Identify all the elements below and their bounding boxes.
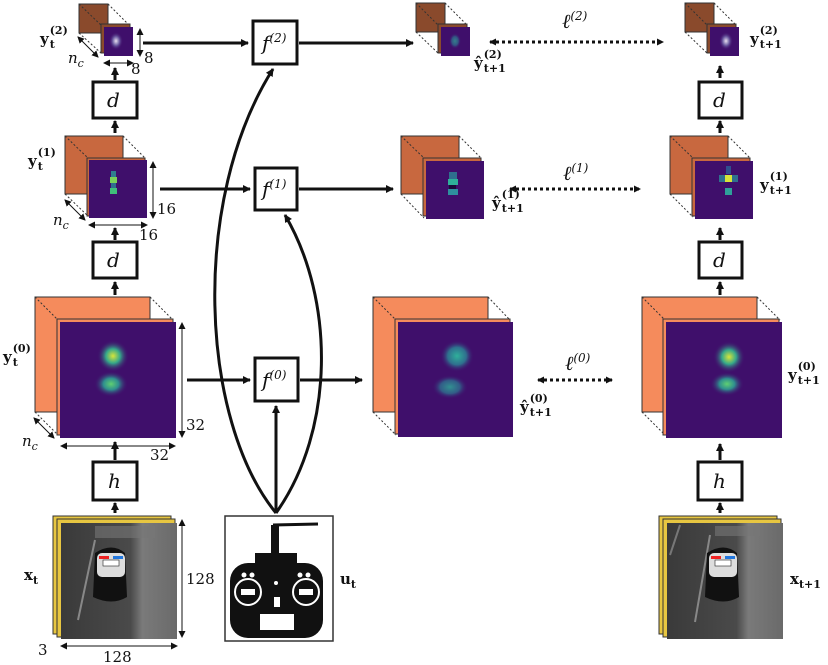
- arrow-action-to-f2: [213, 68, 278, 514]
- svg-text:d: d: [713, 248, 726, 272]
- police-car: [93, 547, 127, 602]
- yt0-label: y(0)t: [2, 342, 31, 369]
- predictor-f2: f(2): [251, 19, 299, 66]
- feature-map-yt1-0: [641, 296, 782, 438]
- yhat2-label: ŷ(2)t+1: [473, 48, 506, 75]
- input-xt1-label: xt+1: [790, 570, 821, 591]
- yt2-width-label: 8: [131, 60, 141, 78]
- input-height-label: 128: [186, 570, 215, 588]
- remote-control-icon: [230, 522, 323, 638]
- car-image: [667, 523, 783, 639]
- arrow-action-to-f1: [274, 214, 323, 514]
- yt0-height-label: 32: [186, 416, 205, 434]
- police-car: [705, 547, 739, 602]
- yt1-0-label: y(0)t+1: [787, 360, 820, 387]
- action-ut-label: ut: [340, 570, 357, 591]
- loss-l1: ℓ(1): [509, 161, 641, 193]
- input-image-xt1: [658, 515, 783, 639]
- loss-l2: ℓ(2): [489, 9, 664, 46]
- svg-text:d: d: [713, 88, 726, 112]
- svg-text:ℓ(0): ℓ(0): [565, 351, 591, 375]
- yt2-height-label: 8: [144, 49, 154, 67]
- car-image: [61, 523, 177, 639]
- input-width-label: 128: [103, 648, 132, 665]
- svg-text:ℓ(1): ℓ(1): [563, 161, 589, 185]
- yt1-1-label: y(1)t+1: [759, 170, 792, 197]
- svg-text:ℓ(2): ℓ(2): [562, 9, 588, 33]
- yt0-width-label: 32: [150, 446, 169, 464]
- yt1-label: y(1)t: [27, 146, 56, 173]
- feature-map-yt1-1: [669, 135, 753, 219]
- yt0-channels-label: nc: [22, 432, 38, 453]
- input-xt-label: xt: [24, 566, 39, 587]
- svg-text:h: h: [713, 469, 726, 493]
- feature-map-yt2: [78, 3, 133, 56]
- yt1-width-label: 16: [139, 226, 158, 244]
- action-controller: [224, 515, 334, 642]
- downsample-d2-left: d: [91, 80, 139, 120]
- yhat1-label: ŷ(1)t+1: [491, 188, 524, 215]
- predicted-map-yhat0: [372, 296, 513, 437]
- feature-map-yt1-2: [684, 2, 739, 56]
- yt2-channels-label: nc: [68, 49, 84, 70]
- yhat0-label: ŷ(0)t+1: [519, 392, 552, 419]
- predicted-map-yhat1: [400, 135, 484, 219]
- input-channels-label: 3: [38, 641, 48, 659]
- svg-text:d: d: [107, 248, 120, 272]
- loss-l0: ℓ(0): [537, 351, 613, 384]
- downsample-d1-right: d: [697, 240, 744, 280]
- downsample-d2-right: d: [697, 80, 744, 120]
- svg-text:h: h: [108, 469, 121, 493]
- predictor-f1: f(1): [253, 166, 299, 212]
- yt1-channels-label: nc: [53, 211, 69, 232]
- encoder-h-right: h: [696, 460, 744, 502]
- yt1-height-label: 16: [157, 200, 176, 218]
- feature-map-yt1: [64, 135, 147, 218]
- predicted-map-yhat2: [415, 2, 470, 56]
- predictor-f0: f(0): [253, 356, 300, 403]
- yt1-2-label: y(2)t+1: [749, 24, 782, 51]
- encoder-h-left: h: [91, 460, 139, 502]
- feature-map-yt0: [34, 296, 176, 438]
- svg-text:d: d: [107, 88, 120, 112]
- input-image-xt: [52, 515, 177, 639]
- yt2-label: y(2)t: [39, 24, 68, 51]
- downsample-d1-left: d: [91, 240, 139, 280]
